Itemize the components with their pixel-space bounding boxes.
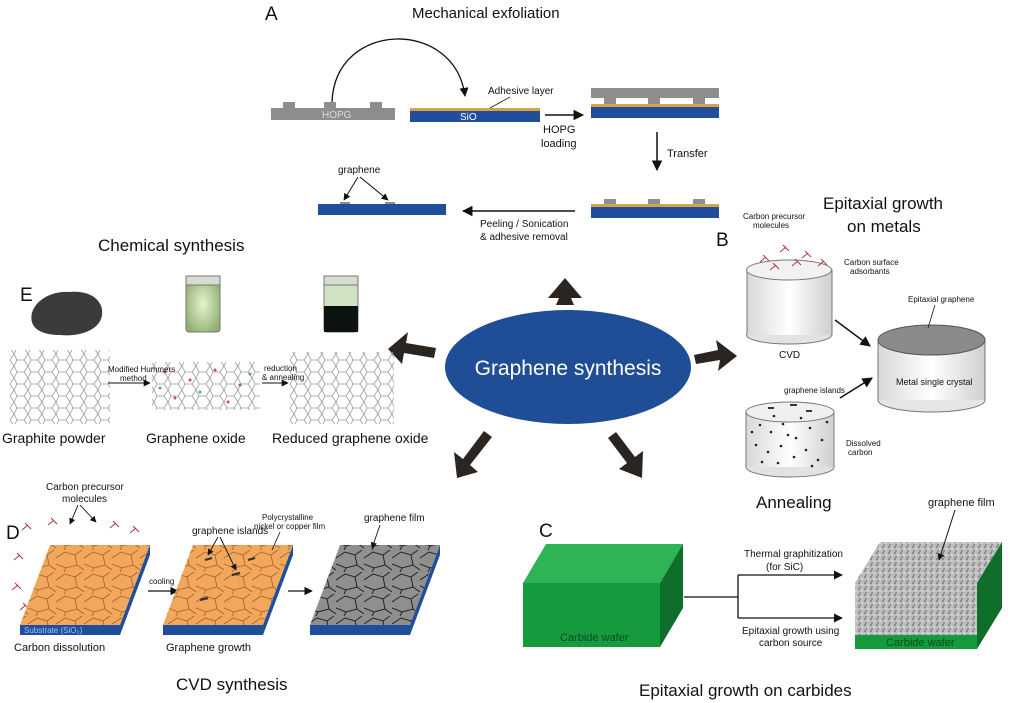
hopg-loading-1: HOPG <box>543 124 575 136</box>
adhesive-label: Adhesive layer <box>488 86 554 97</box>
panel-b-letter: B <box>716 230 729 251</box>
carbide-wafer-right-label: Carbide wafer <box>886 637 955 649</box>
direction-arrows <box>388 278 737 478</box>
carbide-wafer-right <box>855 635 977 649</box>
dissolved-carbon-2: carbon <box>848 448 872 457</box>
carbon-dissolution-label: Carbon dissolution <box>14 642 105 654</box>
transferred-substrate <box>591 207 719 218</box>
peeling-label-1: Peeling / Sonication <box>480 219 568 230</box>
carbon-precursor-d-2: molecules <box>62 494 107 505</box>
hopg-label: HOPG <box>322 110 352 121</box>
panel-c-title: Epitaxial growth on carbides <box>639 681 852 700</box>
cooling-label: cooling <box>149 577 174 586</box>
modified-hummers-2: method <box>120 374 147 383</box>
panel-d-title: CVD synthesis <box>176 675 287 694</box>
split-arrow-lines <box>684 575 739 618</box>
transfer-label: Transfer <box>667 148 708 160</box>
graphite-powder-pile <box>31 291 103 336</box>
thermal-graphitization-1: Thermal graphitization <box>744 549 843 560</box>
arrow-down-left <box>454 431 492 478</box>
arrow-left <box>388 332 436 364</box>
modified-hummers-1: Modified Hummers <box>108 365 175 374</box>
reduced-oxide-label: Reduced graphene oxide <box>272 430 429 446</box>
graphene-oxide-layers <box>152 362 260 410</box>
graphene-islands-b: graphene islands <box>784 386 845 395</box>
panel-a-title: Mechanical exfoliation <box>412 5 560 22</box>
center-title: Graphene synthesis <box>475 357 662 380</box>
carbon-surface-2: adsorbants <box>850 267 890 276</box>
graphene-growth-label: Graphene growth <box>166 642 251 654</box>
precursor-molecules-d <box>11 517 140 611</box>
graphene-label: graphene <box>338 165 381 176</box>
substrate-label: Substrate (SiO₂) <box>24 626 83 635</box>
panel-a-letter: A <box>265 4 278 25</box>
epitaxial-graphene-label: Epitaxial graphene <box>908 295 975 304</box>
carbon-precursor-b-1: Carbon precursor <box>743 212 806 221</box>
reduced-oxide-layers <box>290 352 394 424</box>
hopg-loading-2: loading <box>541 138 576 150</box>
panel-d-letter: D <box>6 523 20 544</box>
metal-crystal-top <box>877 324 986 356</box>
arrow-up <box>548 278 582 305</box>
dissolved-carbon-dots <box>750 414 829 468</box>
graphene-plate-3 <box>310 545 440 625</box>
carbon-precursor-b-2: molecules <box>753 221 789 230</box>
dissolved-carbon-1: Dissolved <box>846 439 881 448</box>
arrow-down-right <box>608 432 643 478</box>
panel-c-letter: C <box>539 521 553 542</box>
graphene-film-d-label: graphene film <box>364 513 425 524</box>
loaded-hopg <box>591 88 719 98</box>
graphene-islands-d: graphene islands <box>192 526 268 537</box>
graphite-powder-label: Graphite powder <box>2 430 106 446</box>
reduction-2: & annealing <box>262 373 304 382</box>
panel-b-title-1: Epitaxial growth <box>823 194 943 213</box>
reduction-1: reduction <box>264 364 297 373</box>
carbide-wafer-left <box>523 583 660 647</box>
annealing-label: Annealing <box>756 493 832 512</box>
epitaxial-carbon-2: carbon source <box>759 638 823 649</box>
panel-b-title-2: on metals <box>847 217 921 236</box>
peeling-label-2: & adhesive removal <box>480 232 568 243</box>
carbide-wafer-left-label: Carbide wafer <box>560 632 629 644</box>
arrow-right <box>694 340 737 371</box>
thermal-graphitization-2: (for SiC) <box>766 562 803 573</box>
flip-arrow <box>331 38 469 103</box>
hopg-block <box>271 108 395 120</box>
metal-crystal-label: Metal single crystal <box>896 377 973 387</box>
cvd-label: CVD <box>779 350 800 361</box>
graphene-film-c-label: graphene film <box>928 497 995 509</box>
graphite-layers <box>10 350 110 424</box>
sio2-label: SiO <box>460 112 477 123</box>
graphene-film-surface <box>855 583 977 635</box>
precursor-molecules-b <box>759 244 828 271</box>
panel-e-title: Chemical synthesis <box>98 236 244 255</box>
graphene-substrate <box>318 204 446 215</box>
reduced-graphene-oxide-vial <box>323 275 359 333</box>
cvd-cylinder-top <box>746 259 832 281</box>
polycrystalline-1: Polycrystalline <box>262 513 314 522</box>
graphene-oxide-label: Graphene oxide <box>146 430 246 446</box>
graphene-oxide-vial <box>185 275 221 333</box>
center-ellipse <box>445 310 691 424</box>
carbon-precursor-d-1: Carbon precursor <box>46 482 124 493</box>
carbon-surface-1: Carbon surface <box>844 258 899 267</box>
panel-e-letter: E <box>20 285 33 306</box>
sio2-substrate <box>410 111 540 122</box>
epitaxial-carbon-1: Epitaxial growth using <box>742 626 839 637</box>
polycrystalline-2: nickel or copper film <box>254 522 325 531</box>
